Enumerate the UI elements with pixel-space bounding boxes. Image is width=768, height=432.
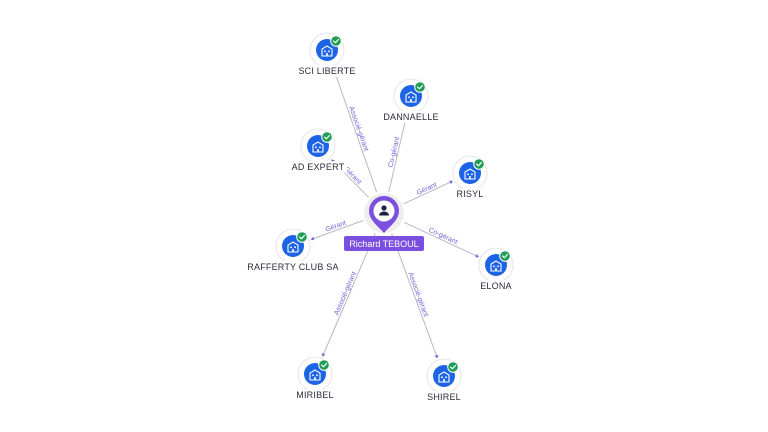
edge-risyl: Gérant	[403, 180, 454, 205]
building-icon	[438, 371, 450, 383]
edge-label: Co-gérant	[387, 136, 401, 168]
company-name: DANNAELLE	[383, 112, 438, 122]
edge-dannaelle: Co-gérant	[387, 114, 408, 192]
edge-shirel: Associé-gérant	[391, 233, 439, 359]
verified-check-icon	[473, 158, 485, 170]
company-name: RAFFERTY CLUB SA	[247, 262, 338, 272]
verified-check-icon	[447, 361, 459, 373]
company-node-miribel[interactable]: MIRIBEL	[291, 356, 339, 401]
building-icon	[321, 45, 333, 57]
company-node-sci-liberte[interactable]: SCI LIBERTE	[295, 32, 359, 77]
center-inner-disc	[373, 200, 395, 222]
building-icon	[490, 260, 502, 272]
edge-label: Gérant	[416, 182, 438, 197]
edge-arrow-icon	[321, 353, 326, 357]
company-node-elona[interactable]: ELONA	[476, 247, 516, 292]
edge-label: Gérant	[325, 220, 348, 234]
node-label-box	[476, 280, 516, 292]
building-icon	[405, 91, 417, 103]
building-icon	[312, 141, 324, 153]
company-name: AD EXPERT	[292, 162, 345, 172]
company-name: SHIREL	[427, 392, 461, 402]
edge-line	[388, 114, 408, 192]
edge-label: Associé-gérant	[406, 272, 429, 318]
verified-check-icon	[499, 250, 511, 262]
building-icon	[309, 369, 321, 381]
nodes-layer: SCI LIBERTE DANNAELLE AD EXPERT RISYL RAFFER…	[244, 32, 516, 403]
edge-line	[332, 67, 378, 193]
center-name: Richard TEBOUL	[349, 239, 418, 249]
node-label-box	[291, 389, 339, 401]
edge-label: Associé-gérant	[347, 106, 369, 152]
company-node-dannaelle[interactable]: DANNAELLE	[380, 78, 442, 123]
center-label-box	[344, 236, 424, 251]
edge-arrow-icon	[475, 253, 479, 258]
edge-line	[322, 233, 376, 357]
verified-check-icon	[414, 81, 426, 93]
verified-check-icon	[318, 359, 330, 371]
company-name: MIRIBEL	[296, 390, 333, 400]
edge-arrow-icon	[449, 180, 453, 185]
node-label-box	[289, 161, 347, 173]
node-label-box	[295, 65, 359, 77]
verified-check-icon	[330, 35, 342, 47]
edge-arrow-icon	[310, 236, 315, 241]
company-name: RISYL	[456, 189, 483, 199]
edge-line	[310, 220, 364, 240]
edge-label: Co-gérant	[427, 227, 458, 246]
person-icon	[379, 205, 389, 216]
edge-arrow-icon	[434, 354, 439, 359]
node-label-box	[452, 188, 488, 200]
company-node-risyl[interactable]: RISYL	[452, 155, 488, 200]
edge-label: Associé-gérant	[333, 271, 358, 317]
edge-line	[403, 180, 454, 205]
center-person-node[interactable]: Richard TEBOUL	[344, 193, 424, 251]
verified-check-icon	[296, 231, 308, 243]
building-icon	[464, 168, 476, 180]
company-node-shirel[interactable]: SHIREL	[424, 358, 464, 403]
edge-line	[391, 233, 438, 359]
node-label-box	[244, 261, 342, 273]
company-name: ELONA	[480, 281, 512, 291]
edge-miribel: Associé-gérant	[321, 233, 376, 357]
node-label-box	[424, 391, 464, 403]
company-name: SCI LIBERTE	[298, 66, 355, 76]
company-node-ad-expert[interactable]: AD EXPERT	[289, 128, 347, 173]
verified-check-icon	[321, 131, 333, 143]
company-node-rafferty-club-sa[interactable]: RAFFERTY CLUB SA	[244, 228, 342, 273]
edge-line	[403, 221, 480, 258]
node-label-box	[380, 111, 442, 123]
building-icon	[287, 241, 299, 253]
